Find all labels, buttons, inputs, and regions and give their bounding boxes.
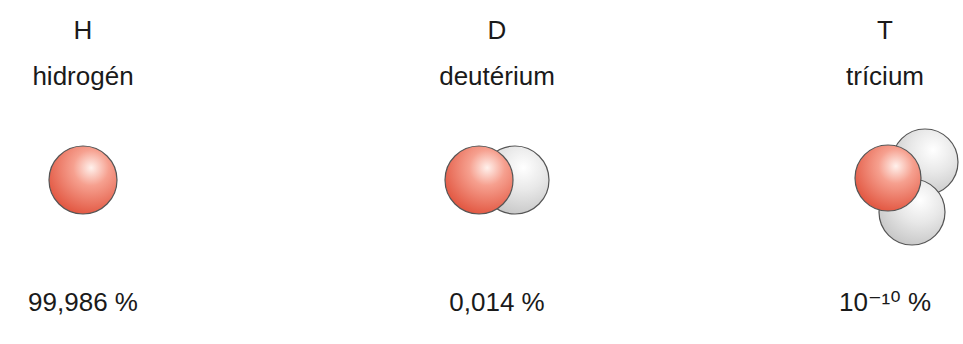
abundance: 10⁻¹⁰ % [839,288,931,317]
element-symbol: H [74,16,93,45]
proton [855,145,921,211]
element-symbol: D [488,16,507,45]
abundance: 99,986 % [28,288,138,317]
abundance: 0,014 % [449,288,544,317]
proton [445,146,513,214]
element-name: hidrogén [32,62,133,91]
element-symbol: T [877,16,893,45]
element-name: deutérium [439,62,555,91]
element-name: trícium [846,62,924,91]
proton [49,146,117,214]
